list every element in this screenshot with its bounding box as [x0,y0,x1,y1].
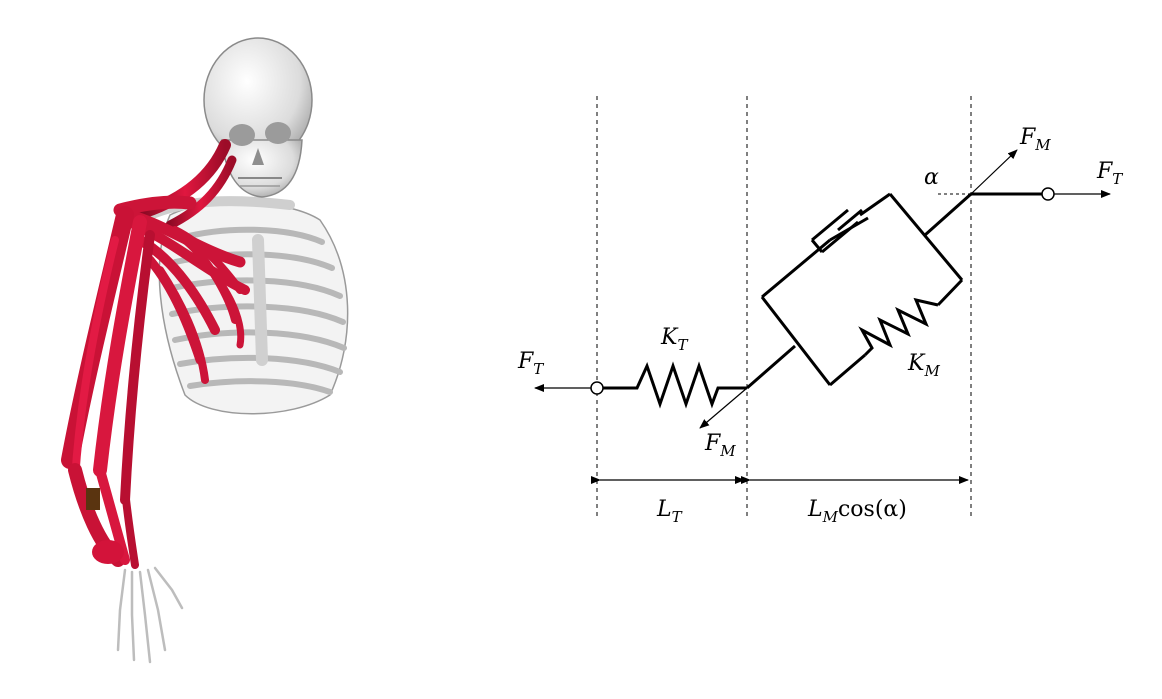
label-muscle-stiffness: KM [907,351,940,380]
hand-bones [116,566,184,664]
label-tendon-length: LT [656,497,683,526]
muscle-spring [858,297,939,357]
force-arrow-upper [970,149,1018,195]
label-tendon-force-right: FT [1096,159,1123,188]
musculoskeletal-model [61,37,349,664]
labels: FT KT FM KM α FM FT LT LMcos(α) [517,125,1123,526]
force-arrow-lower [699,387,748,429]
wrist-marker [86,488,100,510]
tendon-spring [603,361,747,409]
node-left [590,381,604,395]
label-muscle-force-lower: FM [704,431,736,460]
damper [810,208,869,254]
upper-arm-muscles [61,206,155,505]
skull [203,37,313,198]
label-tendon-force-left: FT [517,349,544,378]
label-tendon-stiffness: KT [660,325,688,354]
label-muscle-length: LMcos(α) [807,497,907,526]
hill-muscle-model [534,96,1111,520]
forearm-muscles [68,463,139,569]
node-right [1041,187,1055,201]
label-muscle-force-upper: FM [1019,125,1051,154]
parallel-element [760,192,964,387]
label-pennation-angle: α [924,165,939,190]
